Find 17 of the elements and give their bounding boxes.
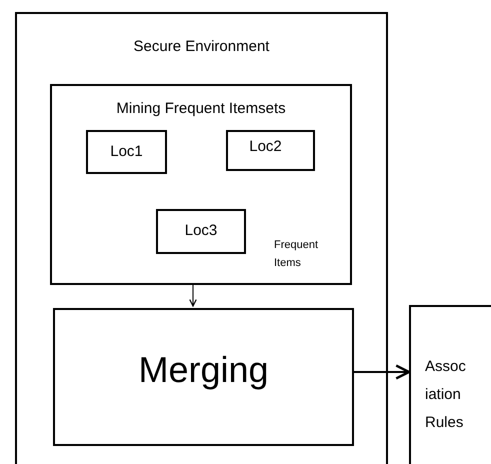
annotation-text: Frequent Items (274, 238, 320, 271)
location-box (156, 209, 246, 254)
node-label: Merging (138, 348, 269, 392)
node-label: Assoc iation Rules (425, 357, 466, 433)
output-box (409, 305, 491, 464)
node-label: Loc3 (184, 221, 218, 242)
node-label: Secure Environment (134, 37, 270, 57)
arrow (189, 282, 197, 307)
process-box (53, 308, 354, 446)
arrow (352, 364, 410, 380)
node-label: Loc1 (110, 142, 143, 162)
environment-box (15, 12, 388, 464)
location-box (86, 130, 167, 174)
location-box (226, 130, 315, 171)
node-label: Mining Frequent Itemsets (116, 99, 286, 119)
node-label: Loc2 (249, 137, 282, 157)
process-box (50, 84, 352, 285)
